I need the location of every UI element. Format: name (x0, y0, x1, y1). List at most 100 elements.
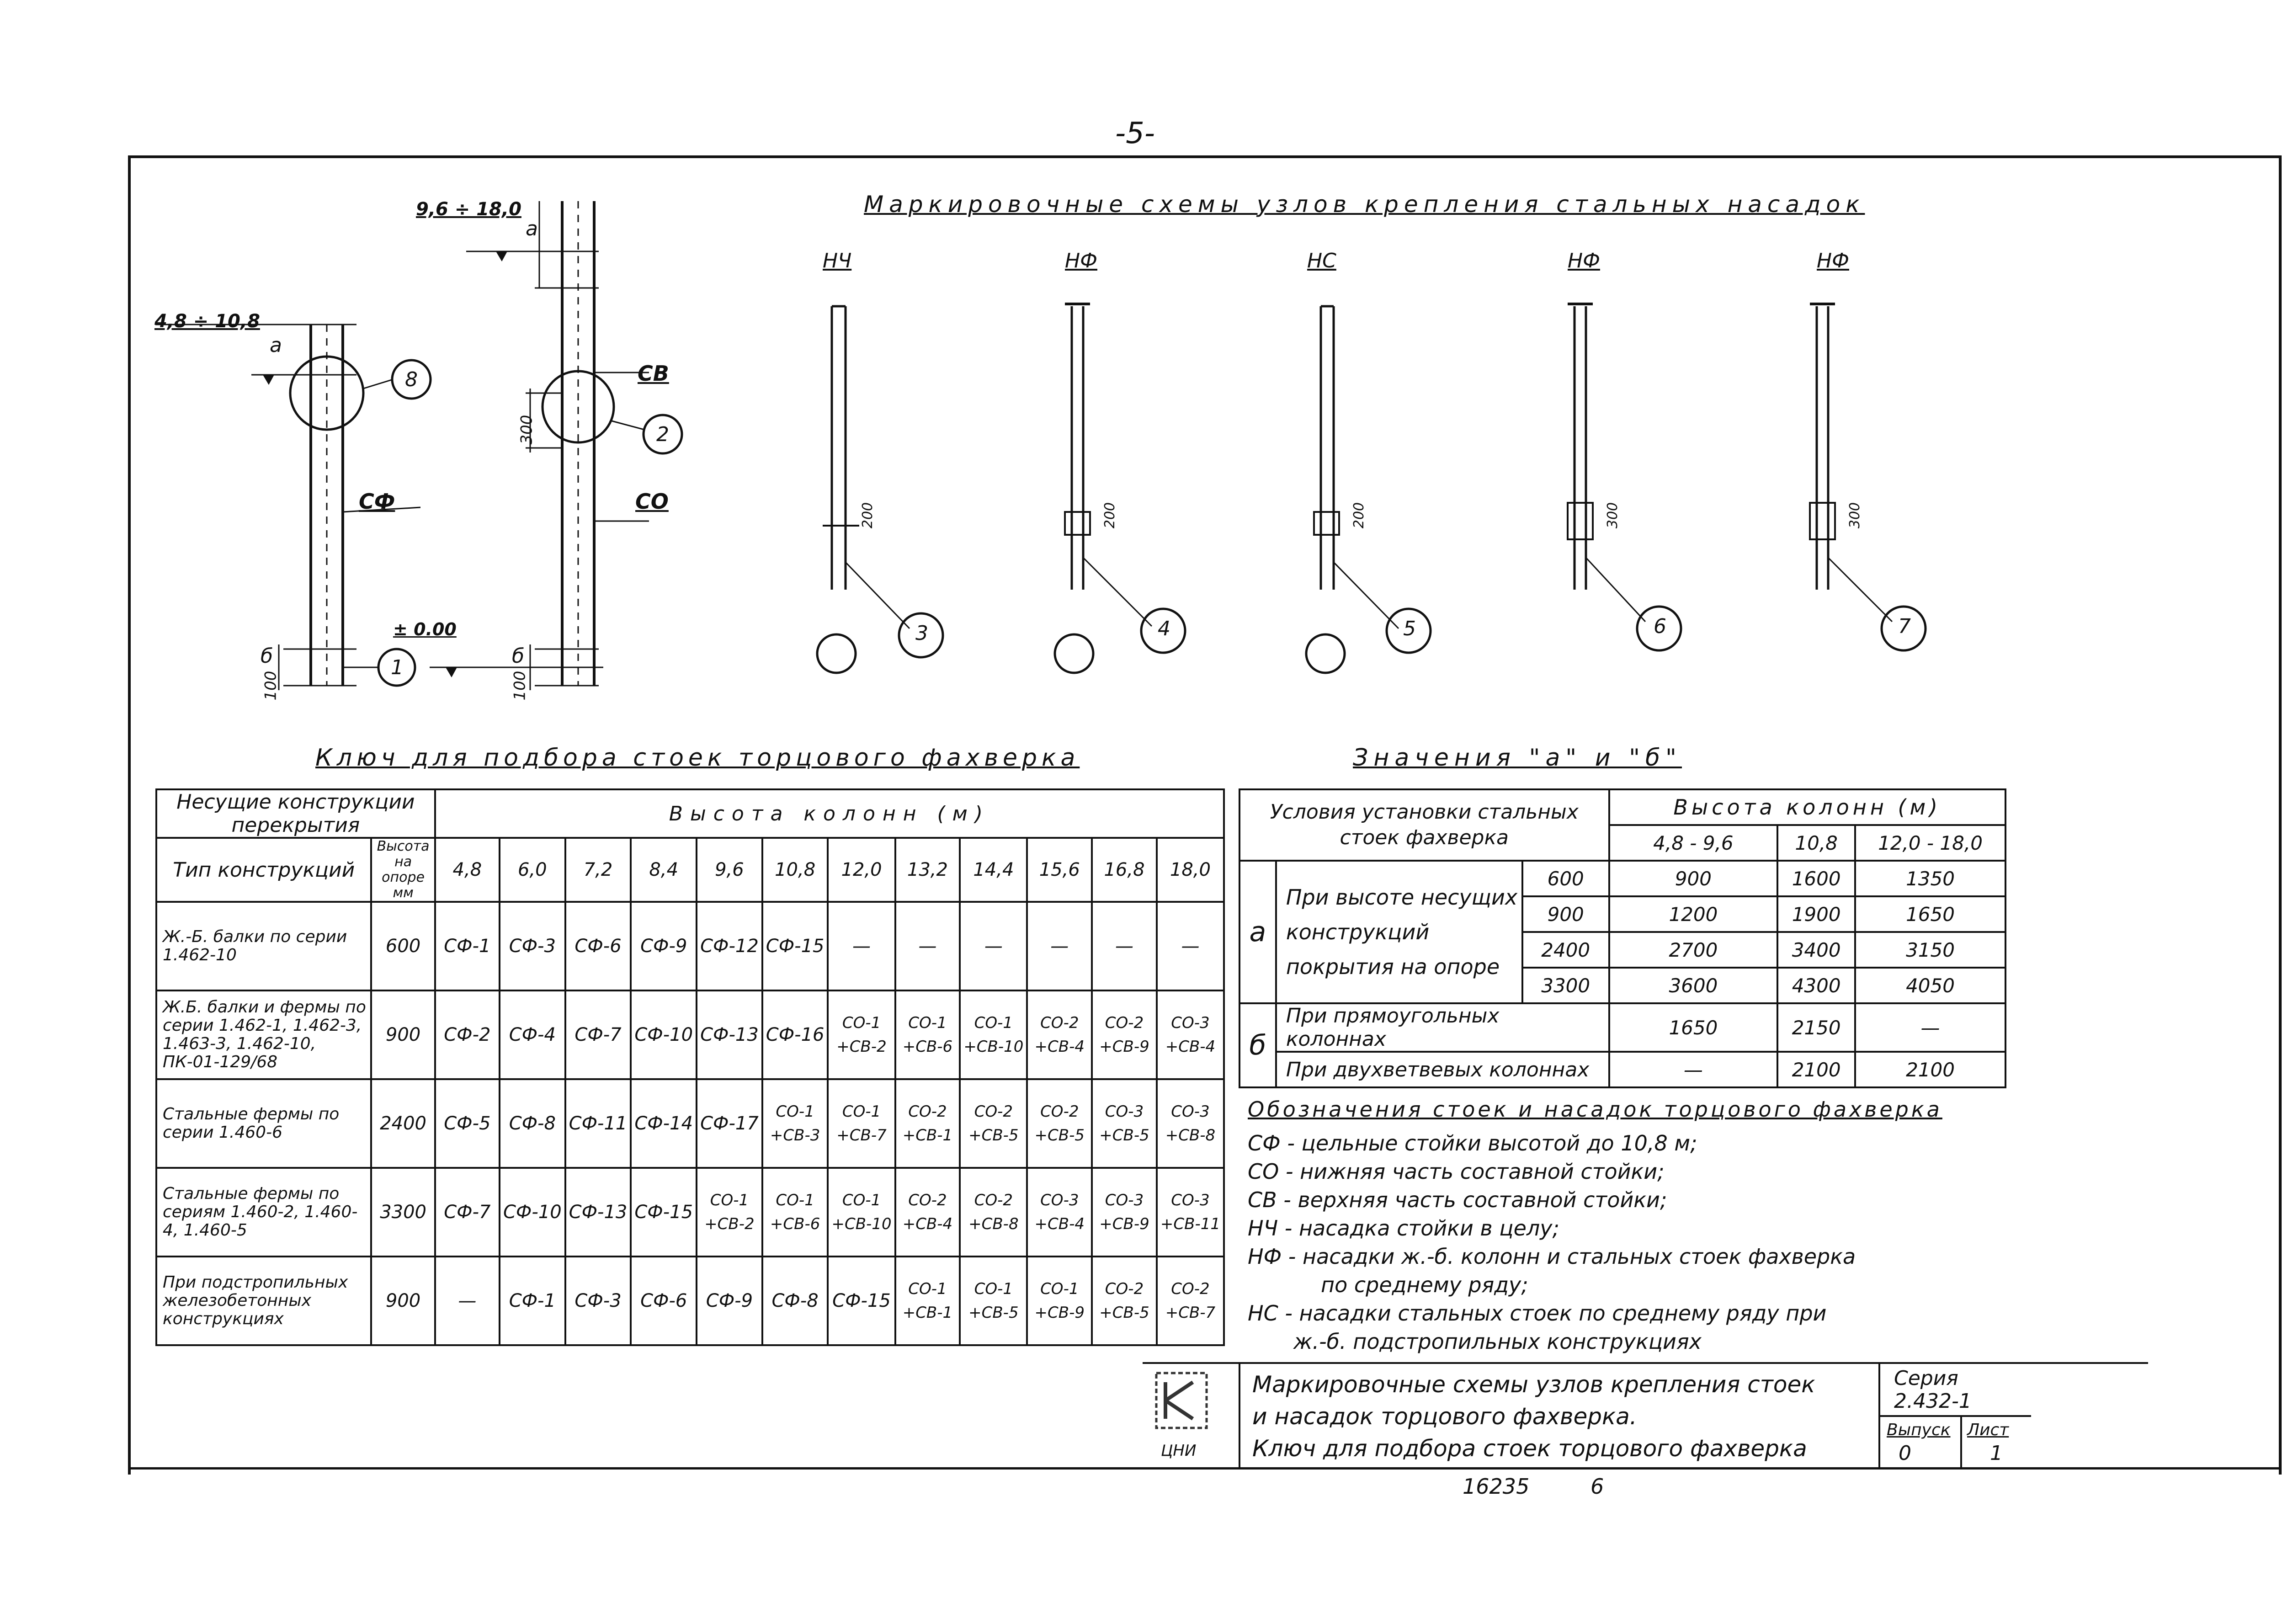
stud-mark-cell: СФ-3 (498, 901, 566, 991)
height-group: 10,8 (1777, 824, 1856, 862)
stud-mark-cell: СО-3+СВ-4 (1026, 1167, 1093, 1257)
node-callout-4: 4 (1158, 617, 1170, 640)
stud-mark-cell: СФ-15 (827, 1256, 896, 1346)
stud-mark: СФ-3 (574, 1290, 622, 1311)
height-col: 18,0 (1155, 837, 1225, 903)
height-col: 15,6 (1026, 837, 1093, 903)
height-col: 10,8 (761, 837, 829, 903)
stud-mark-cell: СО-3+СВ-9 (1091, 1167, 1158, 1257)
height-col: 16,8 (1091, 837, 1158, 903)
height-col: 6,0 (498, 837, 566, 903)
stud-mark-cell: СО-2+СВ-4 (1026, 990, 1093, 1080)
node-nf2-drawing (1567, 303, 1682, 652)
node-label-2: НФ (1065, 249, 1097, 272)
stud-mark: +СВ-7 (1165, 1304, 1216, 1322)
frame-bottom-rule (128, 1467, 2279, 1470)
stud-mark-cell: СФ-4 (498, 990, 566, 1080)
stud-mark: СО-2 (1040, 1014, 1079, 1032)
stud-mark: +СВ-8 (1165, 1126, 1216, 1145)
stud-mark: — (1050, 936, 1069, 957)
stud-mark-cell: СФ-3 (564, 1256, 632, 1346)
stud-mark: СО-3 (1040, 1191, 1079, 1209)
stud-mark-cell: — (434, 1256, 500, 1346)
a-value: 1600 (1777, 860, 1856, 897)
stud-mark: +СВ-10 (831, 1215, 892, 1233)
stud-mark: — (1181, 936, 1200, 957)
solid-column-drawing (155, 324, 432, 690)
stud-mark: +СВ-5 (1099, 1126, 1149, 1145)
stud-mark-cell: — (1026, 901, 1093, 991)
stamp-title: Маркировочные схемы узлов крепления стое… (1252, 1368, 1815, 1464)
stud-mark-cell: — (1155, 901, 1225, 991)
b-value: 2150 (1777, 1002, 1856, 1053)
dimension-300: 300 (517, 415, 536, 445)
b-value: — (1854, 1002, 2006, 1053)
stud-mark: СФ-13 (700, 1024, 759, 1045)
stud-mark: +СВ-10 (963, 1038, 1024, 1056)
ab-head-heights: Высота колонн (м) (1608, 788, 2007, 826)
stud-mark-cell: СО-1+СВ-2 (827, 990, 896, 1080)
stud-mark-cell: СФ-10 (498, 1167, 566, 1257)
node-dim-3: 200 (1351, 502, 1367, 529)
stud-mark: СФ-2 (444, 1024, 491, 1045)
stud-mark: +СВ-9 (1034, 1304, 1085, 1322)
stud-mark: СФ-7 (574, 1024, 622, 1045)
stud-mark: СО-3 (1171, 1014, 1210, 1032)
stud-mark: +СВ-1 (902, 1304, 953, 1322)
node-ns-drawing (1305, 305, 1432, 674)
stud-mark: СО-2 (1171, 1280, 1210, 1298)
stud-mark: СФ-4 (509, 1024, 556, 1045)
stud-mark-cell: СО-2+СВ-5 (959, 1078, 1028, 1169)
a-value: 4300 (1777, 967, 1856, 1004)
stud-mark-cell: СФ-15 (761, 901, 829, 991)
stud-mark: СФ-9 (640, 936, 687, 957)
support-height: 900 (1521, 895, 1610, 933)
height-col: 4,8 (434, 837, 500, 903)
column-elevations (155, 201, 683, 690)
stud-mark: СФ-10 (634, 1024, 693, 1045)
support-height: 600 (1521, 860, 1610, 897)
stud-mark-cell: СФ-6 (630, 1256, 698, 1346)
sheet-code: 6 (1590, 1474, 1604, 1499)
node-callout-3: 3 (915, 622, 928, 645)
stud-mark-cell: СО-1+СВ-7 (827, 1078, 896, 1169)
stud-mark-cell: СФ-13 (696, 990, 763, 1080)
stud-mark: СО-1 (908, 1014, 947, 1032)
stud-mark-cell: СО-1 +СВ-6 (894, 990, 961, 1080)
node-label-5: НФ (1817, 249, 1849, 272)
stud-mark: СО-1 (1040, 1280, 1079, 1298)
label-sf: СФ (359, 489, 395, 514)
stud-mark-cell: СФ-10 (630, 990, 698, 1080)
stud-mark: +СВ-11 (1160, 1215, 1220, 1233)
b-value: 2100 (1777, 1051, 1856, 1088)
label-b-left: б (261, 644, 273, 668)
b-condition: При двухветвевых колоннах (1275, 1051, 1610, 1088)
b-value: — (1608, 1051, 1779, 1088)
stud-mark-cell: СФ-6 (564, 901, 632, 991)
stud-mark: — (852, 936, 871, 957)
height-col: 12,0 (827, 837, 896, 903)
dimension-left-top: 4,8 ÷ 10,8 (154, 311, 260, 332)
support-height: 2400 (1521, 931, 1610, 969)
a-value: 1900 (1777, 895, 1856, 933)
node-dim-5: 300 (1847, 502, 1863, 529)
stud-mark: +СВ-1 (902, 1126, 953, 1145)
stud-mark-cell: СФ-17 (696, 1078, 763, 1169)
a-value: 4050 (1854, 967, 2006, 1004)
stud-mark: +СВ-8 (968, 1215, 1019, 1233)
node-label-3: НС (1307, 249, 1336, 272)
ab-table-title: Значения "а" и "б" (1353, 744, 1682, 772)
stud-mark-cell: СФ-7 (564, 990, 632, 1080)
stud-mark: +СВ-3 (770, 1126, 820, 1145)
stud-mark-cell: СО-1+СВ-10 (959, 990, 1028, 1080)
height-col: 14,4 (959, 837, 1028, 903)
stud-mark-cell: СО-2+СВ-4 (894, 1167, 961, 1257)
stud-mark: +СВ-6 (902, 1038, 953, 1056)
logo-text: ЦНИ (1161, 1442, 1197, 1460)
stud-mark-cell: СО-2+СВ-9 (1091, 990, 1158, 1080)
stud-mark: СО-1 (776, 1191, 814, 1209)
legend-line: СО - нижняя часть составной стойки; (1248, 1159, 1665, 1184)
stud-mark-cell: СО-1+СВ-6 (761, 1167, 829, 1257)
stud-mark: СО-3 (1105, 1191, 1144, 1209)
